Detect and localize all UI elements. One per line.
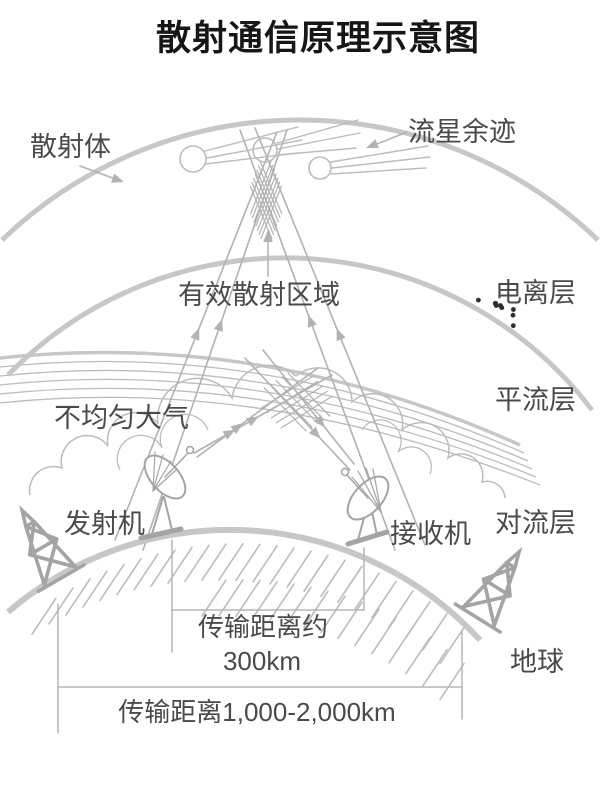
distance-brackets — [57, 539, 463, 734]
receiver-dish — [340, 467, 390, 547]
label-earth: 地球 — [510, 647, 564, 677]
label-stratosphere: 平流层 — [495, 385, 576, 415]
tower-left — [19, 505, 86, 594]
dish-antennas — [138, 445, 390, 547]
label-scatterers: 散射体 — [30, 132, 111, 162]
diagram-title: 散射通信原理示意图 — [155, 19, 480, 58]
short-distance-value: 300km — [222, 646, 302, 676]
long-distance-label: 传输距离1,000-2,000km — [118, 697, 396, 727]
signal-beams — [114, 127, 426, 551]
label-leader-arrows — [79, 131, 408, 277]
label-troposphere: 对流层 — [495, 508, 576, 538]
label-effective-scatter-region: 有效散射区域 — [178, 280, 340, 310]
label-inhomogeneous-atmosphere: 不均匀大气 — [54, 403, 189, 433]
radio-towers — [19, 505, 523, 634]
label-meteor-trail: 流星余迹 — [408, 117, 516, 147]
transmitter-dish — [138, 445, 195, 541]
short-distance-label: 传输距离约 — [197, 612, 329, 642]
label-transmitter: 发射机 — [64, 509, 145, 539]
earth-surface-arc — [6, 526, 483, 701]
meteor-trails-glyphs — [179, 119, 431, 180]
label-receiver: 接收机 — [390, 519, 471, 549]
ionosphere-arcs — [0, 117, 600, 412]
label-ionosphere: 电离层 — [495, 278, 576, 308]
tower-right — [453, 546, 523, 634]
ionosphere-scatter-dots — [476, 297, 516, 329]
